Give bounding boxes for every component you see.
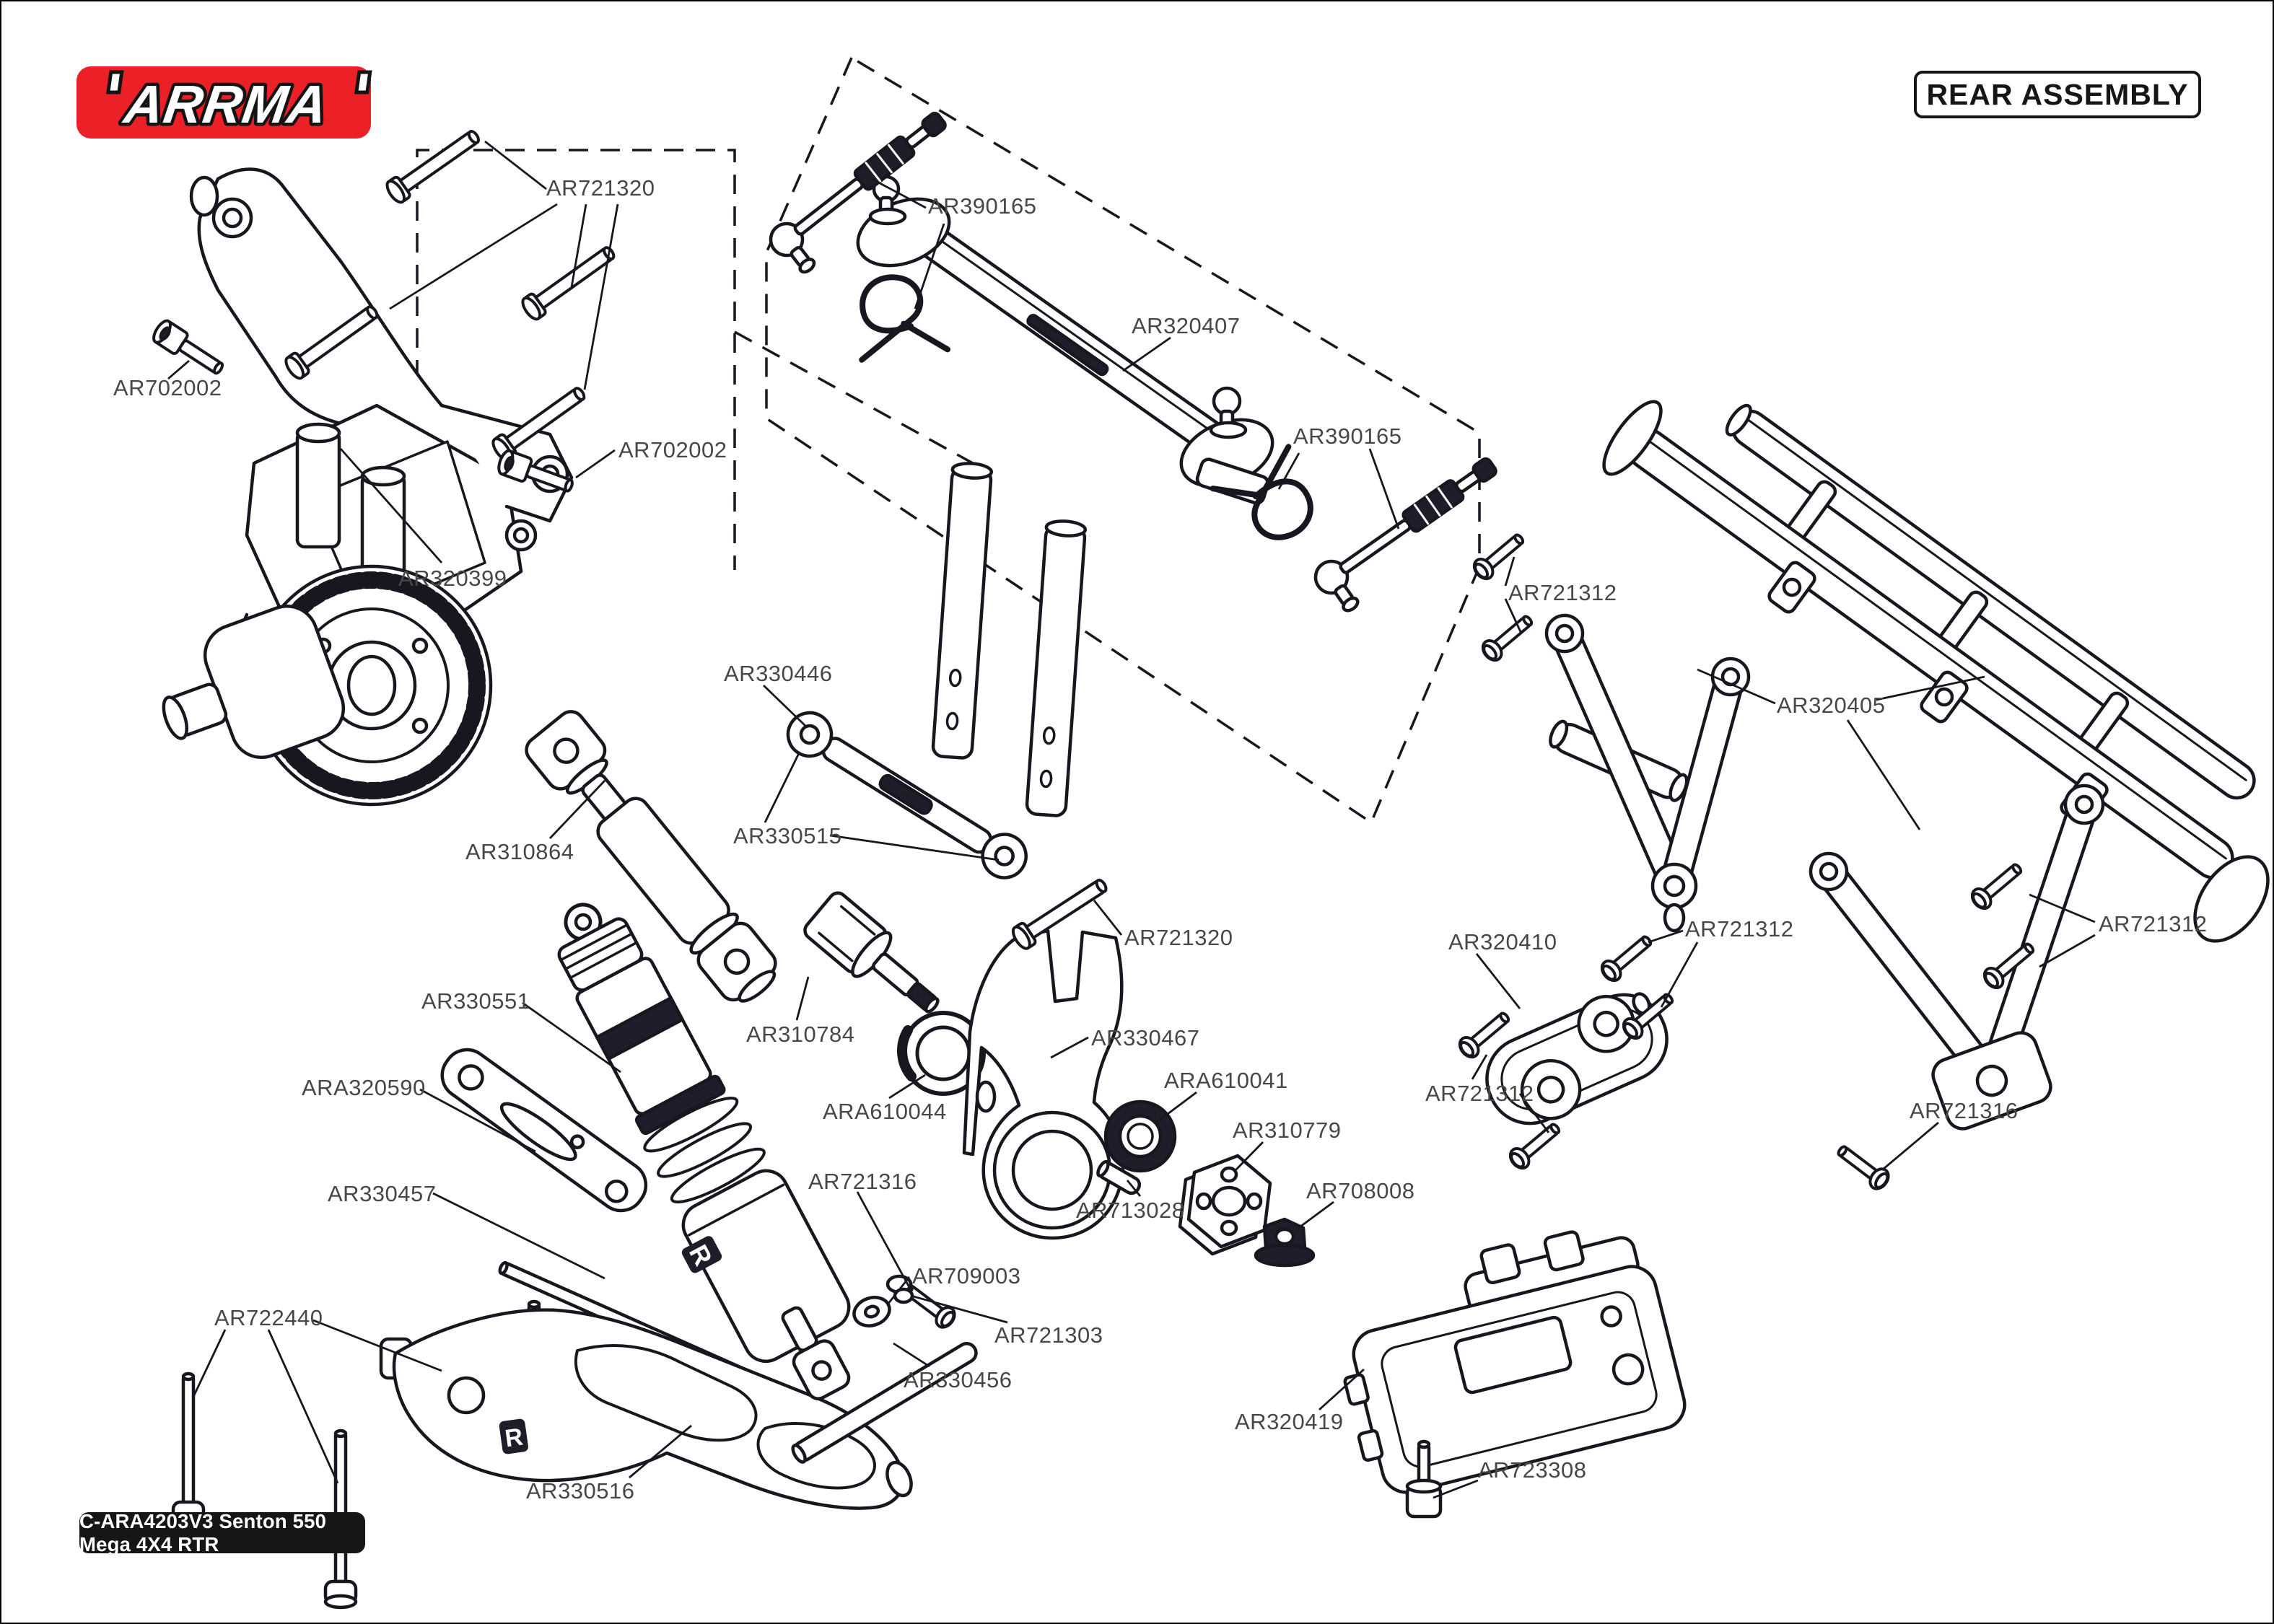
bearing-2-drawing — [1103, 1100, 1177, 1173]
wheel-nut-drawing — [1254, 1217, 1316, 1268]
r-logo-decal: R — [499, 1418, 528, 1454]
part-label-ar320407: AR320407 — [1132, 313, 1241, 338]
part-label-ar721312: AR721312 — [2099, 911, 2208, 936]
part-label-ar310784: AR310784 — [746, 1022, 855, 1047]
part-label-ar721320: AR721320 — [546, 175, 655, 201]
part-label-ar320410: AR320410 — [1448, 929, 1557, 954]
part-label-ara610044: ARA610044 — [823, 1099, 947, 1124]
product-code-badge: C-ARA4203V3 Senton 550 Mega 4X4 RTR — [79, 1510, 365, 1555]
svg-text:R: R — [503, 1423, 525, 1452]
part-label-ar702002: AR702002 — [113, 375, 222, 400]
part-label-ar721312: AR721312 — [1685, 916, 1794, 942]
page-title: REAR ASSEMBLY — [1914, 71, 2201, 118]
shock-drawing — [557, 903, 851, 1401]
part-label-ar310779: AR310779 — [1233, 1118, 1342, 1143]
part-label-ar721320: AR721320 — [1124, 925, 1233, 950]
arm-pin-drawing — [791, 1342, 978, 1464]
part-label-ar713028: AR713028 — [1076, 1198, 1185, 1223]
part-label-ar702002: AR702002 — [618, 437, 727, 462]
driveshaft-drawing — [525, 710, 777, 1003]
part-label-ar330446: AR330446 — [724, 661, 833, 686]
differential-drawing — [162, 564, 493, 807]
washer-drawing — [852, 1296, 891, 1327]
hub-carrier-drawing — [962, 929, 1125, 1240]
logo-background — [76, 66, 371, 139]
skid-plate-drawing — [1343, 1230, 1687, 1494]
part-label-ar320399: AR320399 — [398, 566, 507, 591]
sway-bar-drawing — [856, 175, 1274, 817]
logo-tick-right — [354, 70, 372, 95]
part-label-ar721316: AR721316 — [1910, 1098, 2019, 1123]
part-label-ar721303: AR721303 — [994, 1322, 1103, 1348]
part-label-ar709003: AR709003 — [912, 1263, 1021, 1289]
upper-arm-left-drawing — [1544, 613, 1751, 933]
part-label-ar330515: AR330515 — [733, 823, 842, 848]
output-cup-drawing — [803, 891, 940, 1014]
logo-wordmark: ARRMA — [119, 74, 331, 134]
part-label-ar721312: AR721312 — [1425, 1081, 1534, 1106]
part-label-ar320419: AR320419 — [1235, 1409, 1344, 1434]
link-mount-drawing — [1485, 992, 1669, 1125]
upper-arm-right-drawing — [1809, 784, 2105, 1131]
part-label-ar721316: AR721316 — [808, 1169, 917, 1194]
dashed-group-outlines — [416, 56, 1481, 825]
part-label-ar330456: AR330456 — [904, 1367, 1013, 1392]
part-label-ara320590: ARA320590 — [302, 1075, 426, 1100]
part-label-ar320405: AR320405 — [1777, 693, 1886, 718]
lower-arm-drawing — [379, 1308, 913, 1510]
leader-lines — [167, 140, 2096, 1499]
part-label-ar330467: AR330467 — [1091, 1025, 1200, 1050]
part-label-ar722440: AR722440 — [214, 1305, 323, 1330]
brace-plate-drawing — [440, 1048, 648, 1213]
part-label-ar723308: AR723308 — [1478, 1457, 1587, 1483]
plate-screw-drawing — [1405, 1439, 1443, 1519]
camber-link-drawing — [786, 711, 1028, 879]
part-label-ar390165: AR390165 — [928, 193, 1037, 219]
rear-frame-drawing — [1602, 400, 2270, 943]
part-label-ar330516: AR330516 — [526, 1478, 635, 1504]
part-label-ar708008: AR708008 — [1306, 1178, 1415, 1203]
part-label-ar310864: AR310864 — [465, 839, 574, 864]
logo-tick-left — [105, 70, 124, 95]
tie-rod-left-drawing — [769, 111, 947, 274]
part-label-ar330551: AR330551 — [421, 988, 530, 1014]
small-pin-drawing — [1096, 1159, 1142, 1195]
part-label-ara610041: ARA610041 — [1164, 1068, 1288, 1093]
tie-rod-right-drawing — [1313, 457, 1497, 613]
part-label-ar721312: AR721312 — [1508, 580, 1617, 605]
arrma-logo: ARRMA — [76, 66, 372, 139]
part-label-ar390165: AR390165 — [1293, 423, 1402, 449]
wheel-hex-drawing — [1178, 1154, 1272, 1256]
part-label-ar330457: AR330457 — [328, 1181, 437, 1206]
